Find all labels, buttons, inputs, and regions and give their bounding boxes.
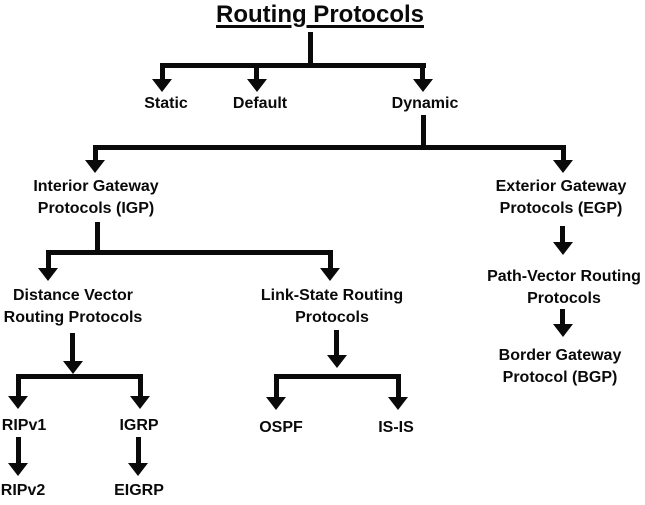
node-ripv1: RIPv1 bbox=[1, 417, 47, 434]
connector-static-drop bbox=[160, 63, 165, 80]
arrow-distance-vector-bar-icon bbox=[63, 361, 83, 374]
diagram-title: Routing Protocols bbox=[216, 1, 424, 28]
connector-igrp-drop bbox=[138, 374, 143, 397]
arrow-to-eigrp-icon bbox=[128, 463, 148, 476]
arrow-to-path-vector-icon bbox=[553, 242, 573, 255]
arrow-to-ripv2-icon bbox=[8, 463, 28, 476]
connector-ospf-drop bbox=[274, 374, 279, 398]
node-igrp: IGRP bbox=[119, 417, 159, 434]
arrow-to-ospf-icon bbox=[266, 397, 286, 410]
connector-igp-drop bbox=[93, 145, 98, 161]
connector-default-drop bbox=[254, 63, 259, 80]
connector-egp-drop bbox=[561, 145, 566, 161]
arrow-to-isis-icon bbox=[388, 397, 408, 410]
connector-root-stem bbox=[308, 32, 313, 65]
node-bgp: Border Gateway Protocol (BGP) bbox=[499, 345, 622, 389]
node-eigrp: EIGRP bbox=[114, 482, 164, 499]
node-distance-vector: Distance Vector Routing Protocols bbox=[4, 285, 143, 329]
connector-igp-bar bbox=[46, 250, 333, 255]
connector-link-state-drop bbox=[328, 250, 333, 269]
arrow-to-dynamic-icon bbox=[413, 79, 433, 92]
node-igp: Interior Gateway Protocols (IGP) bbox=[33, 176, 158, 220]
connector-link-state-stem bbox=[334, 330, 339, 356]
node-bgp-line2: Protocol (BGP) bbox=[502, 369, 618, 386]
connector-isis-drop bbox=[396, 374, 401, 398]
node-egp: Exterior Gateway Protocols (EGP) bbox=[496, 176, 627, 220]
node-bgp-line1: Border Gateway bbox=[498, 347, 622, 364]
connector-dynamic-drop bbox=[420, 63, 425, 80]
arrow-link-state-bar-icon bbox=[327, 355, 347, 368]
connector-link-state-bar bbox=[274, 374, 401, 379]
arrow-to-distance-vector-icon bbox=[38, 268, 58, 281]
node-egp-line1: Exterior Gateway bbox=[495, 178, 627, 195]
arrow-to-igrp-icon bbox=[130, 396, 150, 409]
arrow-to-ripv1-icon bbox=[8, 396, 28, 409]
node-distance-vector-line1: Distance Vector bbox=[12, 287, 134, 304]
connector-egp-stem bbox=[560, 226, 565, 243]
connector-path-vector-stem bbox=[560, 309, 565, 325]
node-link-state-line1: Link-State Routing bbox=[260, 287, 404, 304]
node-path-vector-line2: Protocols bbox=[527, 290, 601, 307]
node-ospf: OSPF bbox=[259, 419, 303, 436]
node-path-vector-line1: Path-Vector Routing bbox=[487, 268, 641, 285]
connector-ripv1-stem bbox=[16, 437, 21, 464]
node-default: Default bbox=[232, 95, 288, 112]
node-igp-line2: Protocols (IGP) bbox=[37, 200, 155, 217]
node-link-state: Link-State Routing Protocols bbox=[261, 285, 403, 329]
arrow-to-static-icon bbox=[152, 79, 172, 92]
arrow-to-default-icon bbox=[247, 79, 267, 92]
node-egp-line2: Protocols (EGP) bbox=[499, 200, 623, 217]
node-link-state-line2: Protocols bbox=[295, 309, 369, 326]
connector-igp-stem bbox=[95, 222, 100, 253]
arrow-to-bgp-icon bbox=[553, 324, 573, 337]
node-dynamic: Dynamic bbox=[391, 95, 459, 112]
connector-distance-vector-stem bbox=[70, 333, 75, 362]
arrow-to-egp-icon bbox=[553, 160, 573, 173]
arrow-to-link-state-icon bbox=[320, 268, 340, 281]
connector-distance-vector-bar bbox=[16, 374, 143, 379]
node-distance-vector-line2: Routing Protocols bbox=[3, 309, 143, 326]
node-path-vector: Path-Vector Routing Protocols bbox=[487, 266, 641, 310]
connector-igrp-stem bbox=[136, 437, 141, 464]
connector-dynamic-bar bbox=[93, 145, 566, 150]
connector-ripv1-drop bbox=[16, 374, 21, 397]
node-static: Static bbox=[144, 95, 188, 112]
arrow-to-igp-icon bbox=[85, 160, 105, 173]
connector-root-bar bbox=[160, 63, 426, 68]
connector-distance-vector-drop bbox=[46, 250, 51, 269]
node-isis: IS-IS bbox=[378, 419, 414, 436]
node-igp-line1: Interior Gateway bbox=[33, 178, 159, 195]
connector-dynamic-stem bbox=[421, 115, 426, 147]
node-ripv2: RIPv2 bbox=[0, 482, 46, 499]
